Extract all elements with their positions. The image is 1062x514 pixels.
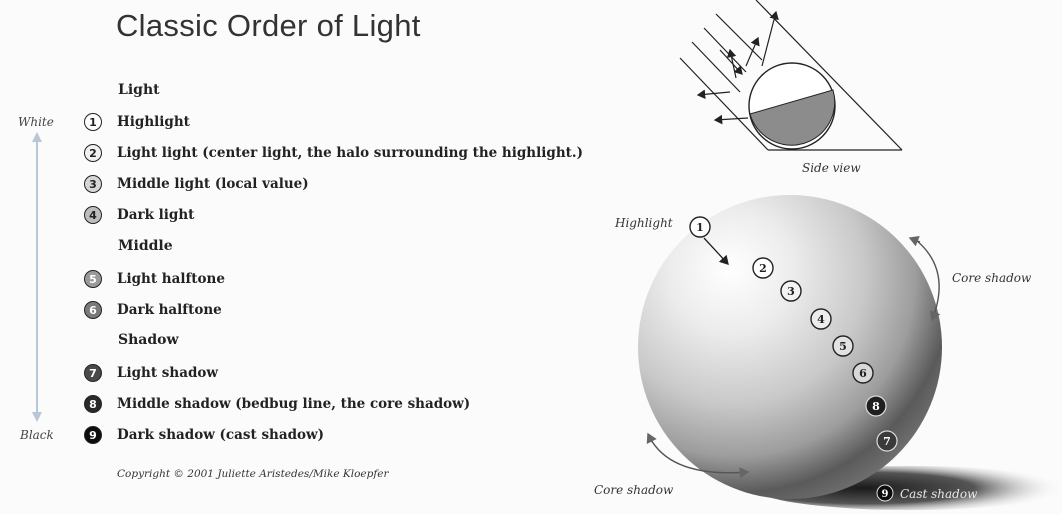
side-view-label: Side view [802, 161, 861, 175]
section-heading-shadow: Shadow [118, 332, 179, 348]
list-item: 2 Light light (center light, the halo su… [84, 142, 583, 164]
value-scale-list: White Black Light Middle Shadow 1 Highli… [0, 0, 600, 514]
list-item-label: Light halftone [117, 271, 225, 287]
cast-shadow-number: 9 [882, 489, 889, 500]
sphere-marker-number: 5 [839, 340, 847, 353]
sphere-marker: 4 [811, 309, 831, 329]
sphere-marker: 6 [853, 363, 873, 383]
number-badge: 3 [84, 175, 102, 193]
list-item-label: Dark halftone [117, 302, 222, 318]
list-item-label: Light shadow [117, 365, 218, 381]
sphere-marker-number: 6 [859, 367, 867, 380]
core-shadow-label-right: Core shadow [952, 271, 1032, 285]
section-heading-light: Light [118, 82, 160, 98]
list-item: 7 Light shadow [84, 362, 218, 384]
cast-shadow-label: Cast shadow [900, 487, 978, 501]
number-badge: 2 [84, 144, 102, 162]
sphere-marker: 7 [877, 431, 897, 451]
sphere-diagram: Side view Highlight 1 2 3 4 5 6 [580, 0, 1062, 514]
sphere-marker: 2 [753, 258, 773, 278]
number-badge: 5 [84, 270, 102, 288]
sphere-marker-number: 4 [817, 313, 825, 326]
list-item: 4 Dark light [84, 204, 194, 226]
highlight-label: Highlight [614, 216, 673, 230]
list-item: 9 Dark shadow (cast shadow) [84, 424, 324, 446]
section-heading-middle: Middle [118, 238, 173, 254]
core-shadow-label-left: Core shadow [594, 483, 674, 497]
list-item-label: Light light (center light, the halo surr… [117, 145, 583, 161]
list-item: 6 Dark halftone [84, 299, 222, 321]
number-badge: 1 [84, 113, 102, 131]
sphere-marker-number: 2 [759, 262, 767, 275]
sphere-marker-number: 3 [787, 285, 795, 298]
sphere [638, 195, 942, 499]
list-item: 3 Middle light (local value) [84, 173, 309, 195]
copyright-text: Copyright © 2001 Juliette Aristedes/Mike… [117, 468, 388, 480]
scale-label-black: Black [20, 428, 54, 442]
list-item: 8 Middle shadow (bedbug line, the core s… [84, 393, 470, 415]
sphere-marker: 8 [866, 396, 886, 416]
list-item-label: Dark shadow (cast shadow) [117, 427, 324, 443]
number-badge: 7 [84, 364, 102, 382]
list-item-label: Middle light (local value) [117, 176, 309, 192]
sphere-marker-number: 8 [872, 400, 880, 413]
sphere-marker-number: 7 [883, 435, 891, 448]
list-item-label: Middle shadow (bedbug line, the core sha… [117, 396, 470, 412]
sphere-marker-1-number: 1 [696, 221, 704, 234]
sphere-marker: 5 [833, 336, 853, 356]
list-item: 5 Light halftone [84, 268, 225, 290]
side-view-diagram: Side view [680, 0, 902, 175]
sphere-marker: 3 [781, 281, 801, 301]
list-item: 1 Highlight [84, 111, 190, 133]
scale-label-white: White [18, 115, 54, 129]
list-item-label: Dark light [117, 207, 194, 223]
number-badge: 9 [84, 426, 102, 444]
number-badge: 8 [84, 395, 102, 413]
list-item-label: Highlight [117, 114, 190, 130]
number-badge: 6 [84, 301, 102, 319]
number-badge: 4 [84, 206, 102, 224]
scale-arrow [30, 132, 44, 422]
